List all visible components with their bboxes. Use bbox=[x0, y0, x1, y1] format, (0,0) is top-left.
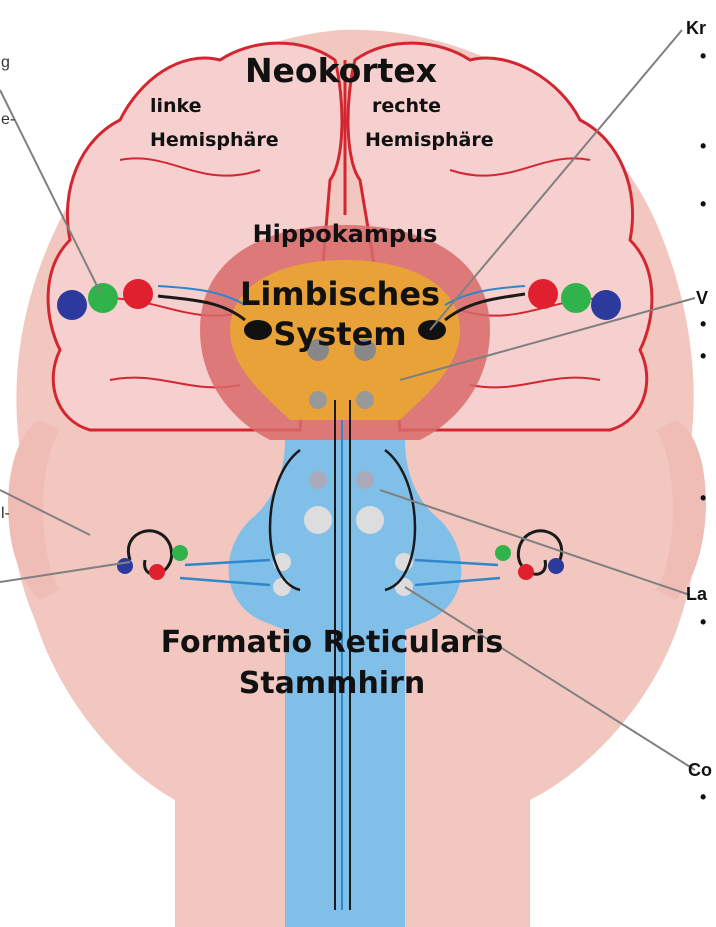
panel-heading: V bbox=[696, 288, 708, 308]
panel-heading: Co bbox=[688, 760, 712, 780]
ear-dot-blue-left bbox=[117, 558, 133, 574]
label-left-hemisphere-1: linke bbox=[150, 95, 202, 117]
ear-dot-green-right bbox=[495, 545, 511, 561]
label-right-hemisphere-2: Hemisphäre bbox=[365, 129, 494, 151]
label-system: System bbox=[273, 315, 406, 353]
panel-bullet: • bbox=[700, 46, 706, 66]
stem-node bbox=[395, 578, 413, 596]
label-right-hemisphere-1: rechte bbox=[372, 95, 441, 117]
panel-bullet: • bbox=[700, 314, 706, 334]
stem-node bbox=[356, 506, 384, 534]
label-neokortex: Neokortex bbox=[245, 51, 437, 90]
cortex-dot-blue-left bbox=[57, 290, 87, 320]
left-fragment: g bbox=[1, 54, 10, 71]
amygdala-right bbox=[418, 320, 446, 340]
label-limbisches: Limbisches bbox=[240, 275, 440, 313]
left-fragment: l- bbox=[1, 505, 10, 522]
limbic-node bbox=[356, 391, 374, 409]
stem-node bbox=[356, 471, 374, 489]
left-fragment: e- bbox=[1, 111, 15, 128]
ear-dot-blue-right bbox=[548, 558, 564, 574]
panel-bullet: • bbox=[700, 136, 706, 156]
label-left-hemisphere-2: Hemisphäre bbox=[150, 129, 279, 151]
cortex-dot-green-right bbox=[561, 283, 591, 313]
label-formatio: Formatio Reticularis bbox=[161, 625, 504, 660]
label-stammhirn: Stammhirn bbox=[239, 666, 426, 701]
panel-bullet: • bbox=[700, 346, 706, 366]
ear-dot-green-left bbox=[172, 545, 188, 561]
panel-bullet: • bbox=[700, 488, 706, 508]
limbic-node bbox=[309, 391, 327, 409]
label-hippokampus: Hippokampus bbox=[253, 220, 438, 248]
stem-node bbox=[273, 578, 291, 596]
panel-bullet: • bbox=[700, 612, 706, 632]
stem-node bbox=[309, 471, 327, 489]
cortex-dot-red-right bbox=[528, 279, 558, 309]
ear-dot-red-left bbox=[149, 564, 165, 580]
panel-heading: La bbox=[686, 584, 708, 604]
panel-heading: Kr bbox=[686, 18, 706, 38]
cortex-dot-red-left bbox=[123, 279, 153, 309]
cortex-dot-green-left bbox=[88, 283, 118, 313]
cortex-dot-blue-right bbox=[591, 290, 621, 320]
ear-dot-red-right bbox=[518, 564, 534, 580]
panel-bullet: • bbox=[700, 194, 706, 214]
amygdala-left bbox=[244, 320, 272, 340]
stem-node bbox=[304, 506, 332, 534]
panel-bullet: • bbox=[700, 787, 706, 807]
